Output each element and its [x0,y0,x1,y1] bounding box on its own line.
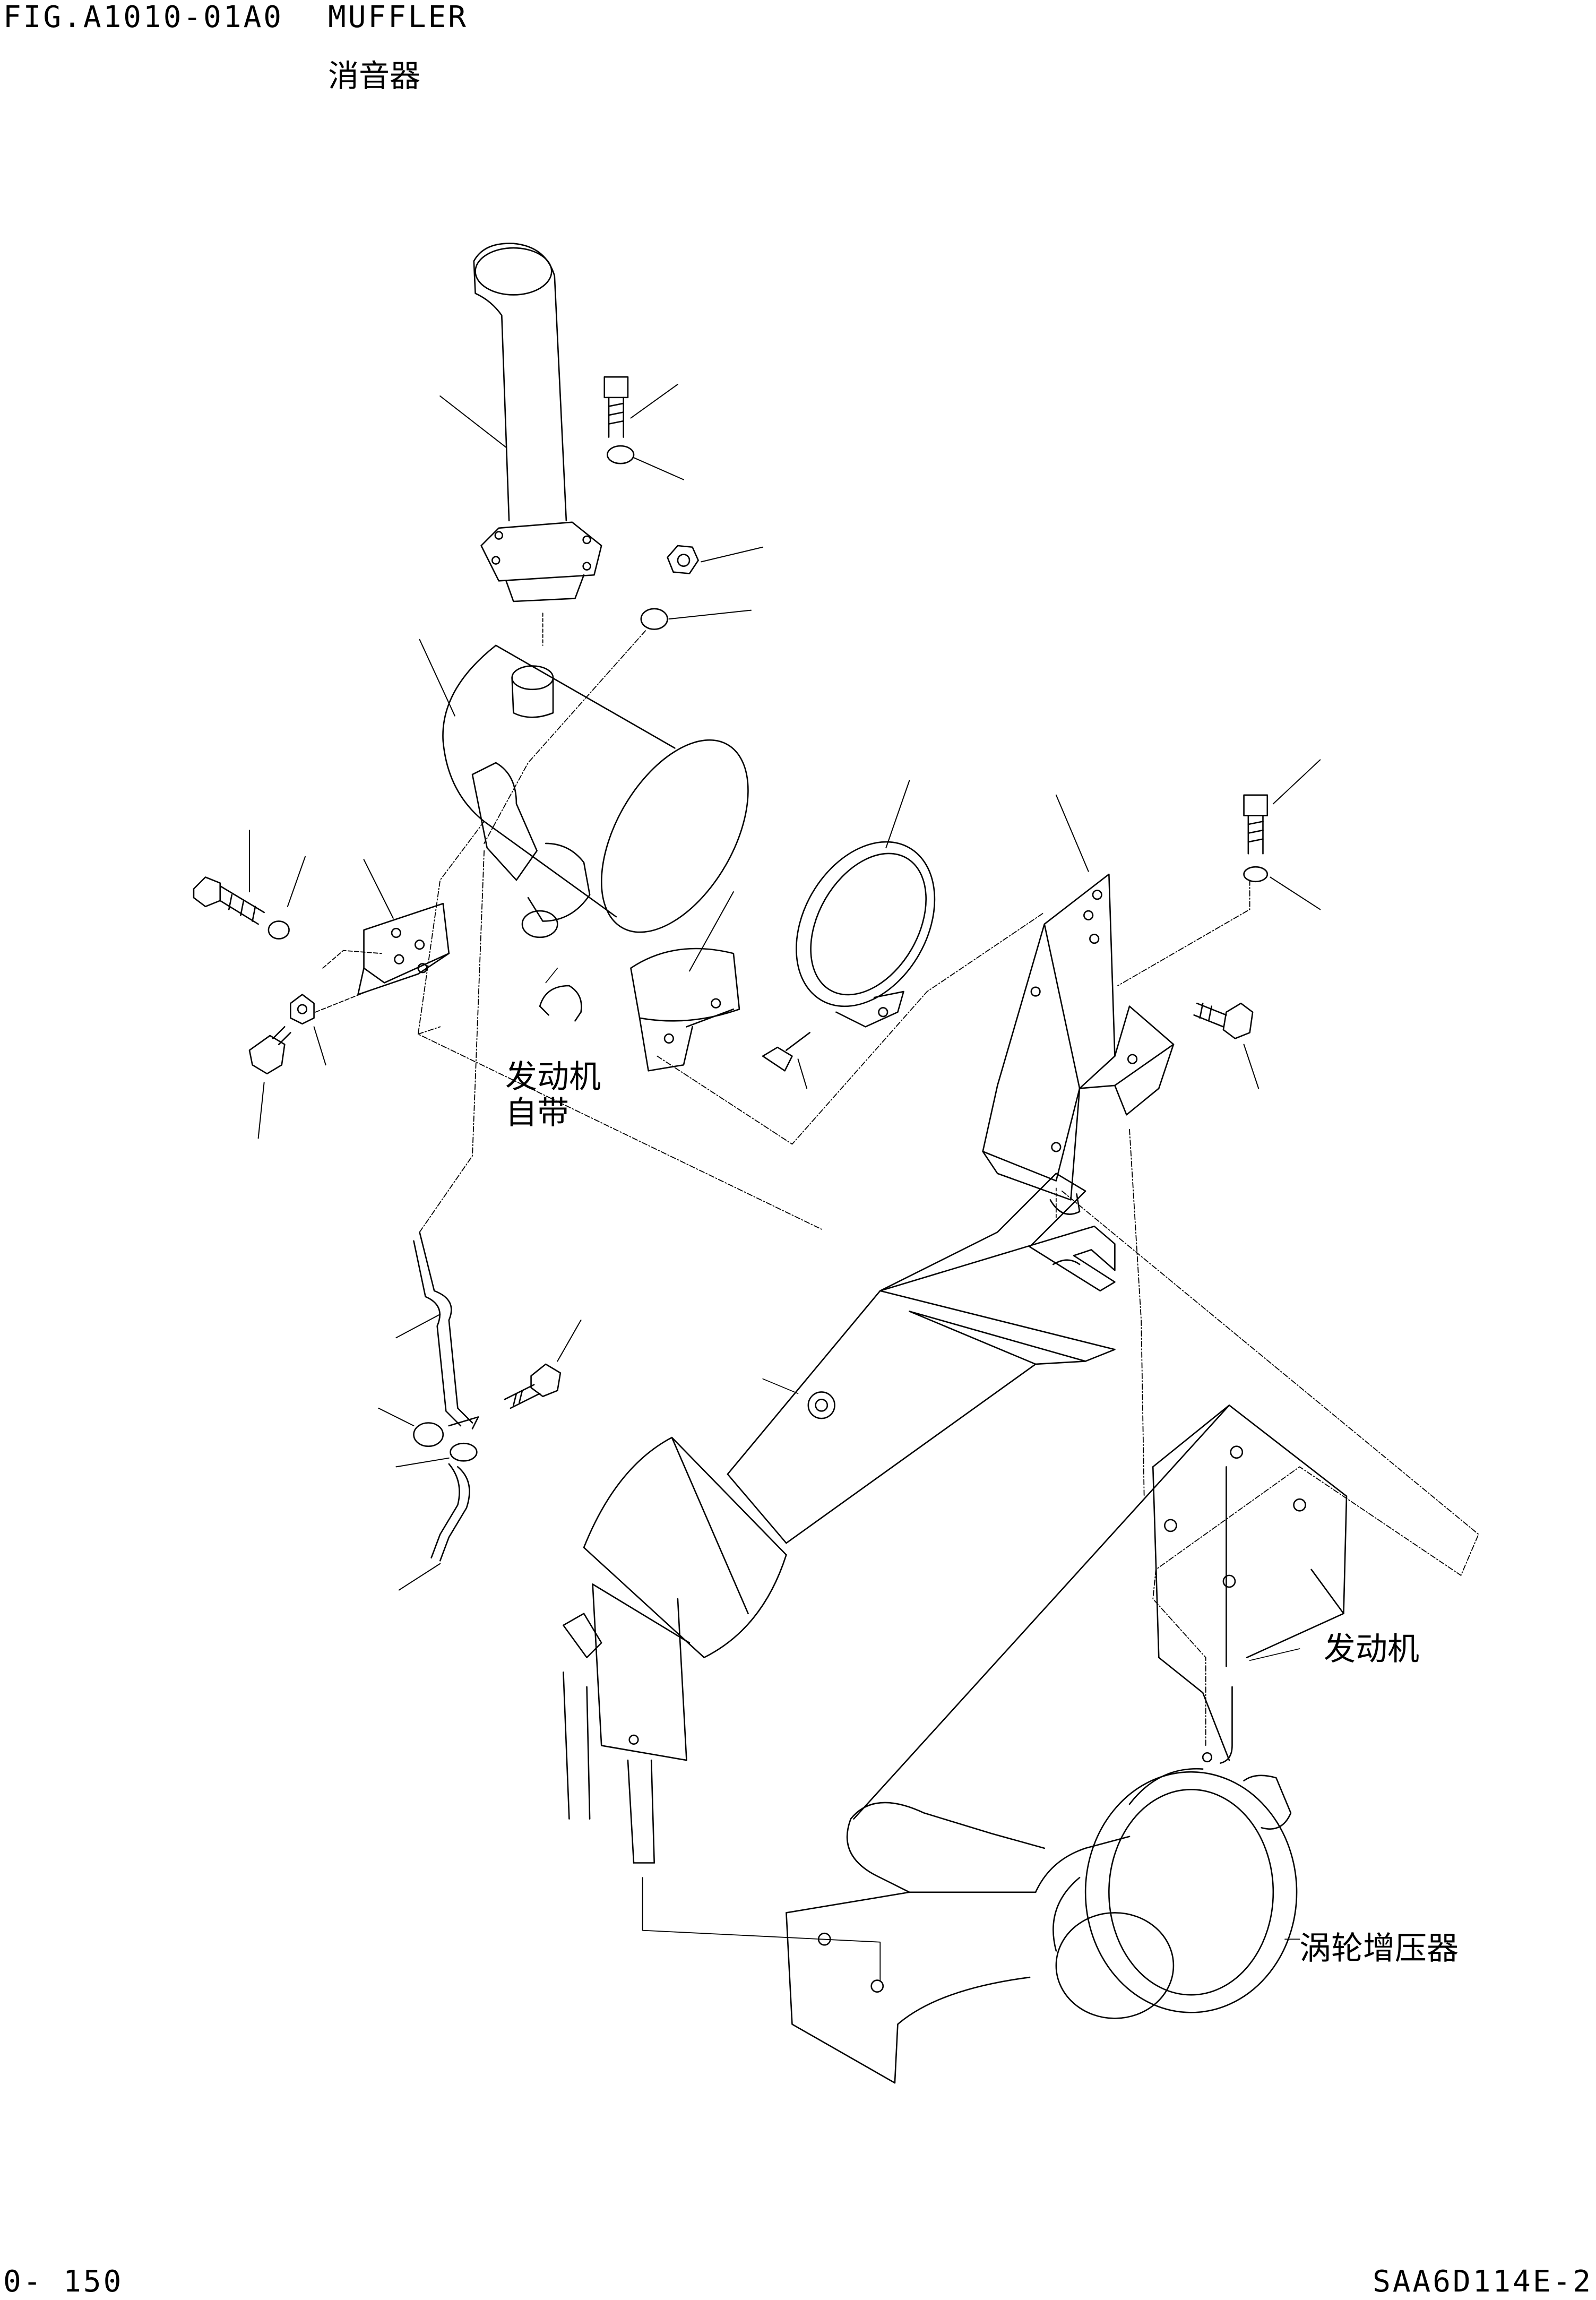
engine-block [854,1405,1347,1819]
label-engine-supplied-line1: 发动机 [505,1058,601,1096]
dashed-assembly-line [420,851,485,1232]
leader-tie-rod [396,1314,440,1338]
dashed-assembly-line [1118,880,1250,986]
dashed-assembly-line [484,631,645,843]
leader-exhaust-pipe [440,396,506,447]
turbo-elbow-pipe [584,1437,786,1760]
bolt-icon [605,377,628,437]
leader-muffler [420,640,455,716]
washer-icon [607,446,634,463]
leader-saddle-bracket [689,892,734,971]
nut-icon [290,995,314,1024]
title-chinese: 消音器 [328,58,421,94]
bolt-icon [1244,795,1267,854]
engine-supplied-clip [540,986,581,1021]
dashed-assembly-line [1129,1130,1144,1496]
dashed-assembly-line [418,822,822,1229]
exhaust-elbow-bracket [728,1174,1115,1543]
muffler-body [443,645,778,957]
washer-icon [1244,867,1267,882]
leader-bolt-3 [258,1082,264,1138]
leader-bracket-right [1056,795,1089,872]
leader-bracket-left [364,859,393,918]
dashed-assembly-line [657,912,1045,1144]
model-code: SAA6D114E-2 [1373,2264,1593,2299]
leader-nut-2 [314,1027,326,1065]
washer-icon [413,1423,443,1446]
clamp-band [768,817,963,1031]
leader-washer-1 [634,458,684,479]
leader-bolt-5 [1244,1045,1259,1089]
leader-clamp-bolt [798,1059,807,1088]
leader-washer-4 [1270,877,1320,910]
leader-elbow [763,1379,798,1394]
leader-engine-supplied [546,968,557,983]
leader-clip [396,1458,448,1467]
label-engine-supplied-line2: 自带 [505,1095,569,1132]
title-english: MUFFLER [328,0,469,35]
leader-bolt-6 [557,1320,581,1361]
bolt-icon [505,1364,560,1408]
nut-icon [668,546,698,574]
bolt-icon [249,1027,290,1073]
leader-washer-3 [288,857,305,907]
washer-icon [269,921,289,938]
leader-tie-rod-2 [399,1564,440,1590]
leader-bolt-4 [1273,760,1320,804]
bolt-icon [1194,1003,1253,1038]
leader-nut-1 [701,547,763,562]
mounting-bracket-left [358,903,448,994]
dashed-assembly-line [315,951,381,1012]
clamp-bolt [763,1032,809,1071]
label-engine: 发动机 [1324,1631,1419,1668]
leader-washer-5 [378,1408,413,1426]
tie-rod [413,1232,478,1561]
leader-bolt-1 [631,384,677,418]
turbocharger [786,1769,1297,2083]
washer-icon [641,609,668,630]
support-bracket-right [983,874,1174,1214]
leader-engine [1250,1649,1300,1660]
support-leg [563,1614,654,1863]
dashed-assembly-line [1062,1191,1479,1746]
bolt-icon [194,877,264,924]
muffler-saddle-bracket [631,949,739,1071]
label-turbocharger: 涡轮增压器 [1299,1930,1459,1967]
dashed-assembly-line [643,1877,881,1980]
figure-code: FIG.A1010-01A0 [3,0,284,35]
page-number: 0- 150 [3,2264,124,2299]
leader-washer-2 [669,610,751,619]
leader-clamp [886,780,909,848]
exhaust-pipe [474,244,601,601]
